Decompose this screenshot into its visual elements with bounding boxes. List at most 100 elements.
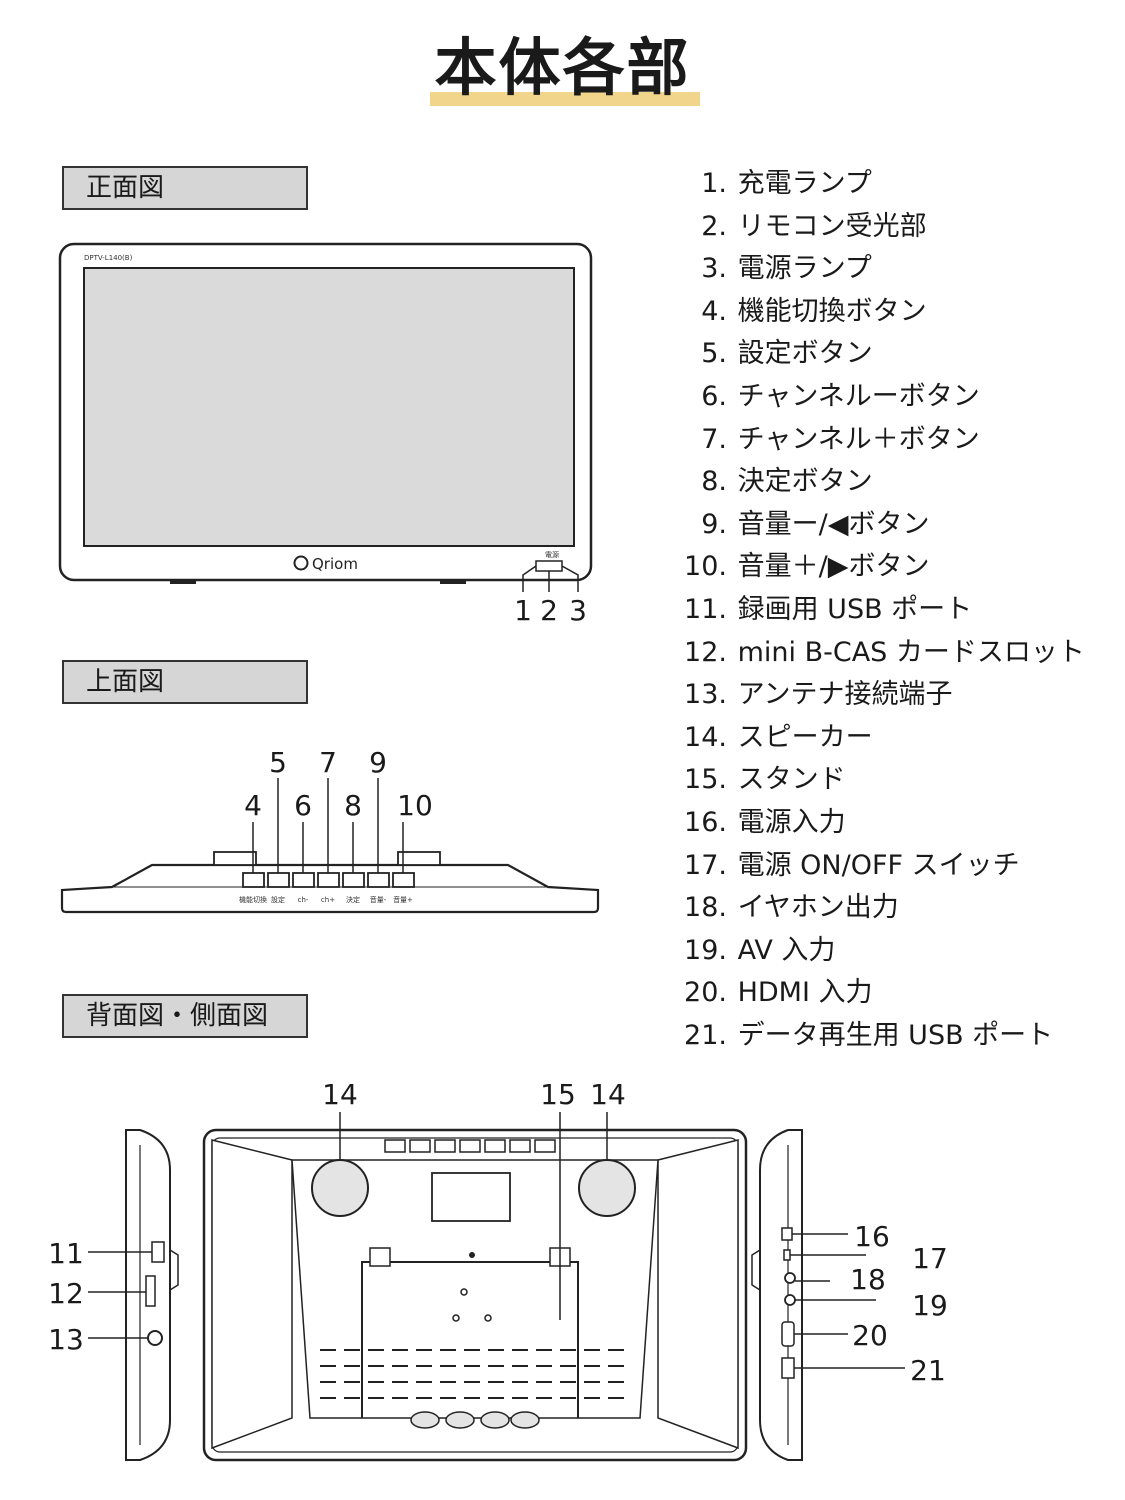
label-plate [431, 1172, 511, 1222]
part-label: 音量ー/◀ボタン [737, 508, 930, 540]
part-item: 5. 設定ボタン [665, 333, 1085, 376]
part-number: 5. [701, 338, 727, 370]
left-speaker [311, 1159, 369, 1217]
tv-screen [83, 267, 575, 547]
callout-number: 7 [319, 746, 337, 779]
vesa-hole [484, 1314, 492, 1322]
callout-number: 1 [514, 594, 532, 627]
part-item: 16. 電源入力 [665, 802, 1085, 845]
part-number: 2. [701, 210, 727, 242]
callout-number: 2 [540, 594, 558, 627]
callout-number: 21 [910, 1354, 946, 1387]
part-number: 9. [701, 508, 727, 540]
part-item: 20. HDMI 入力 [665, 972, 1085, 1015]
part-label: HDMI 入力 [737, 977, 873, 1009]
part-item: 17. 電源 ON/OFF スイッチ [665, 845, 1085, 888]
channel-up-button [317, 872, 340, 888]
av-input-jack [784, 1294, 796, 1306]
stand-foot [410, 1411, 440, 1429]
stand-hinge [213, 851, 257, 866]
part-label: イヤホン出力 [737, 892, 899, 924]
button-caption: ch+ [321, 896, 335, 904]
vesa-hole [460, 1288, 468, 1296]
part-label: 決定ボタン [737, 466, 873, 498]
hdmi-port [781, 1321, 795, 1347]
antenna-port [147, 1330, 163, 1346]
right-side-view: 16 17 18 19 20 21 [751, 1129, 948, 1461]
callout-number: 3 [569, 594, 587, 627]
part-item: 6. チャンネルーボタン [665, 376, 1085, 419]
button-caption: 音量+ [393, 895, 413, 904]
model-label: DPTV-L140(B) [84, 254, 133, 262]
part-item: 19. AV 入力 [665, 930, 1085, 973]
part-number: 1. [701, 168, 727, 199]
part-number: 8. [701, 466, 727, 498]
button-caption: ch- [298, 896, 309, 904]
part-label: 電源ランプ [737, 253, 872, 285]
callout-number: 12 [48, 1277, 84, 1310]
stand-foot [510, 1411, 540, 1429]
part-number: 15. [684, 764, 727, 796]
callout-number: 14 [322, 1078, 358, 1111]
volume-up-button [392, 872, 415, 888]
part-item: 14. スピーカー [665, 717, 1085, 760]
part-label: 電源 ON/OFF スイッチ [737, 849, 1020, 881]
screw-hole [469, 1252, 475, 1258]
part-label: スピーカー [737, 721, 873, 753]
callout-number: 10 [397, 789, 433, 822]
part-number: 20. [684, 977, 727, 1009]
earphone-jack [784, 1272, 796, 1284]
callout-number: 8 [344, 789, 362, 822]
part-label: リモコン受光部 [737, 210, 927, 242]
part-label: 設定ボタン [737, 338, 873, 370]
parts-list: 1. 充電ランプ 2. リモコン受光部 3. 電源ランプ 4. 機能切換ボタン … [665, 163, 1085, 1057]
enter-button [342, 872, 365, 888]
part-label: チャンネルーボタン [737, 380, 980, 412]
settings-button [267, 872, 290, 888]
callout-number: 20 [852, 1319, 888, 1352]
stand [361, 1261, 579, 1418]
part-label: 機能切換ボタン [737, 295, 927, 327]
part-number: 6. [701, 380, 727, 412]
back-left-panel [211, 1139, 293, 1450]
part-label: mini B-CAS カードスロット [737, 636, 1085, 668]
power-switch [783, 1249, 791, 1261]
button-caption: 設定 [271, 895, 285, 904]
part-number: 16. [684, 806, 727, 838]
part-item: 8. 決定ボタン [665, 461, 1085, 504]
part-number: 17. [684, 849, 727, 881]
callout-number: 19 [912, 1289, 948, 1322]
part-item: 13. アンテナ接続端子 [665, 674, 1085, 717]
top-button-bump [534, 1139, 556, 1153]
stand-hinge [369, 1247, 391, 1267]
stand-foot [445, 1411, 475, 1429]
part-number: 18. [684, 892, 727, 924]
brand-name: Qriom [312, 555, 358, 573]
button-caption: 音量- [370, 895, 387, 904]
usb-port-data [781, 1357, 795, 1379]
section-label-back: 背面図・側面図 [62, 994, 308, 1038]
top-button-bump [459, 1139, 481, 1153]
callout-number: 4 [244, 789, 262, 822]
usb-port-record [151, 1241, 165, 1263]
callout-number: 17 [912, 1242, 948, 1275]
vesa-hole [452, 1314, 460, 1322]
stand-hinge [169, 1249, 179, 1291]
button-caption: 決定 [346, 895, 360, 904]
part-label: アンテナ接続端子 [737, 679, 953, 711]
leader-line [522, 565, 537, 592]
right-speaker [578, 1159, 636, 1217]
left-side-view: 11 12 13 [48, 1129, 179, 1461]
part-item: 9. 音量ー/◀ボタン [665, 504, 1085, 547]
part-item: 12. mini B-CAS カードスロット [665, 632, 1085, 675]
part-number: 10. [684, 551, 727, 583]
callout-number: 6 [294, 789, 312, 822]
power-input-port [781, 1227, 793, 1241]
top-button-bump [434, 1139, 456, 1153]
top-button-bump [384, 1139, 406, 1153]
title-underline [430, 92, 700, 106]
part-label: チャンネル＋ボタン [737, 423, 980, 455]
stand-hinge [397, 851, 441, 866]
part-item: 3. 電源ランプ [665, 248, 1085, 291]
page-title: 本体各部 [434, 31, 691, 104]
